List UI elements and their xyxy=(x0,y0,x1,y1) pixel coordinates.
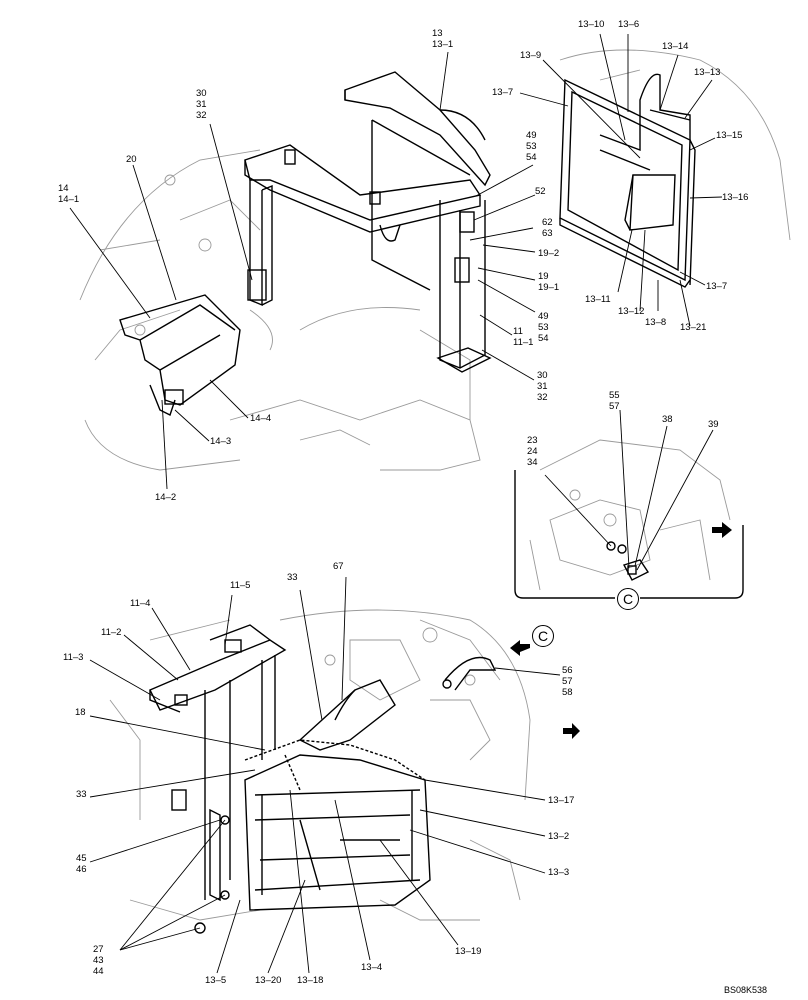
bottom-assembly xyxy=(149,624,497,934)
part-label-39: 39 xyxy=(708,419,719,430)
detail-c-background xyxy=(529,439,731,591)
part-label-38: 38 xyxy=(662,414,673,425)
part-label-13-5: 13–5 xyxy=(205,975,227,986)
part-label-14-3: 14–3 xyxy=(210,436,232,447)
part-label-13-13: 13–13 xyxy=(694,67,721,78)
part-label-13-10: 13–10 xyxy=(578,19,605,30)
part-label-13-9: 13–9 xyxy=(520,50,542,61)
part-label-13-21: 13–21 xyxy=(680,322,707,333)
leader-lines xyxy=(69,33,723,974)
part-label-33: 33 xyxy=(287,572,298,583)
detail-c-marker: C xyxy=(617,588,639,610)
part-label-11-3: 11–3 xyxy=(63,652,84,663)
part-label-13-7: 13–7 xyxy=(492,87,514,98)
part-label-13-12: 13–12 xyxy=(618,306,645,317)
arrow-icon xyxy=(563,723,580,739)
part-label-18: 18 xyxy=(75,707,86,718)
background-machine-outline xyxy=(79,49,791,921)
part-label-13-19: 13–19 xyxy=(455,946,482,957)
part-label-14-2: 14–2 xyxy=(155,492,177,503)
part-label-13-2: 13–2 xyxy=(548,831,570,842)
part-label-11-4: 11–4 xyxy=(130,598,151,609)
cover-panel-14 xyxy=(119,294,241,416)
part-label-13-6: 13–6 xyxy=(618,19,640,30)
part-label-13-18: 13–18 xyxy=(297,975,324,986)
part-label-13-20: 13–20 xyxy=(255,975,282,986)
part-label-13-16: 13–16 xyxy=(722,192,749,203)
view-c-marker: C xyxy=(532,625,554,647)
frame-assembly-top xyxy=(244,71,492,373)
part-label-67: 67 xyxy=(333,561,344,572)
part-label-13-15: 13–15 xyxy=(716,130,743,141)
figure-code: BS08K538 xyxy=(724,985,768,995)
part-label-33-lower: 33 xyxy=(76,789,87,800)
part-label-13-7-lower: 13–7 xyxy=(706,281,728,292)
part-label-13-3: 13–3 xyxy=(548,867,570,878)
part-label-13-8: 13–8 xyxy=(645,317,667,328)
part-label-19-2: 19–2 xyxy=(538,248,560,259)
radiator-frame xyxy=(559,73,696,288)
part-label-13-4: 13–4 xyxy=(361,962,383,973)
arrow-icon xyxy=(712,522,732,538)
part-label-13-11: 13–11 xyxy=(585,294,611,305)
part-label-13-14: 13–14 xyxy=(662,41,689,52)
detail-c-inset xyxy=(514,470,744,599)
part-label-52: 52 xyxy=(535,186,546,197)
part-label-13-17: 13–17 xyxy=(548,795,575,806)
part-label-11-5: 11–5 xyxy=(230,580,251,591)
background-machine-outline xyxy=(134,174,476,686)
arrow-icon xyxy=(510,640,530,656)
part-label-14-4: 14–4 xyxy=(250,413,272,424)
part-label-20: 20 xyxy=(126,154,137,165)
detail-c-parts xyxy=(606,541,650,581)
part-label-11-2: 11–2 xyxy=(101,627,122,638)
